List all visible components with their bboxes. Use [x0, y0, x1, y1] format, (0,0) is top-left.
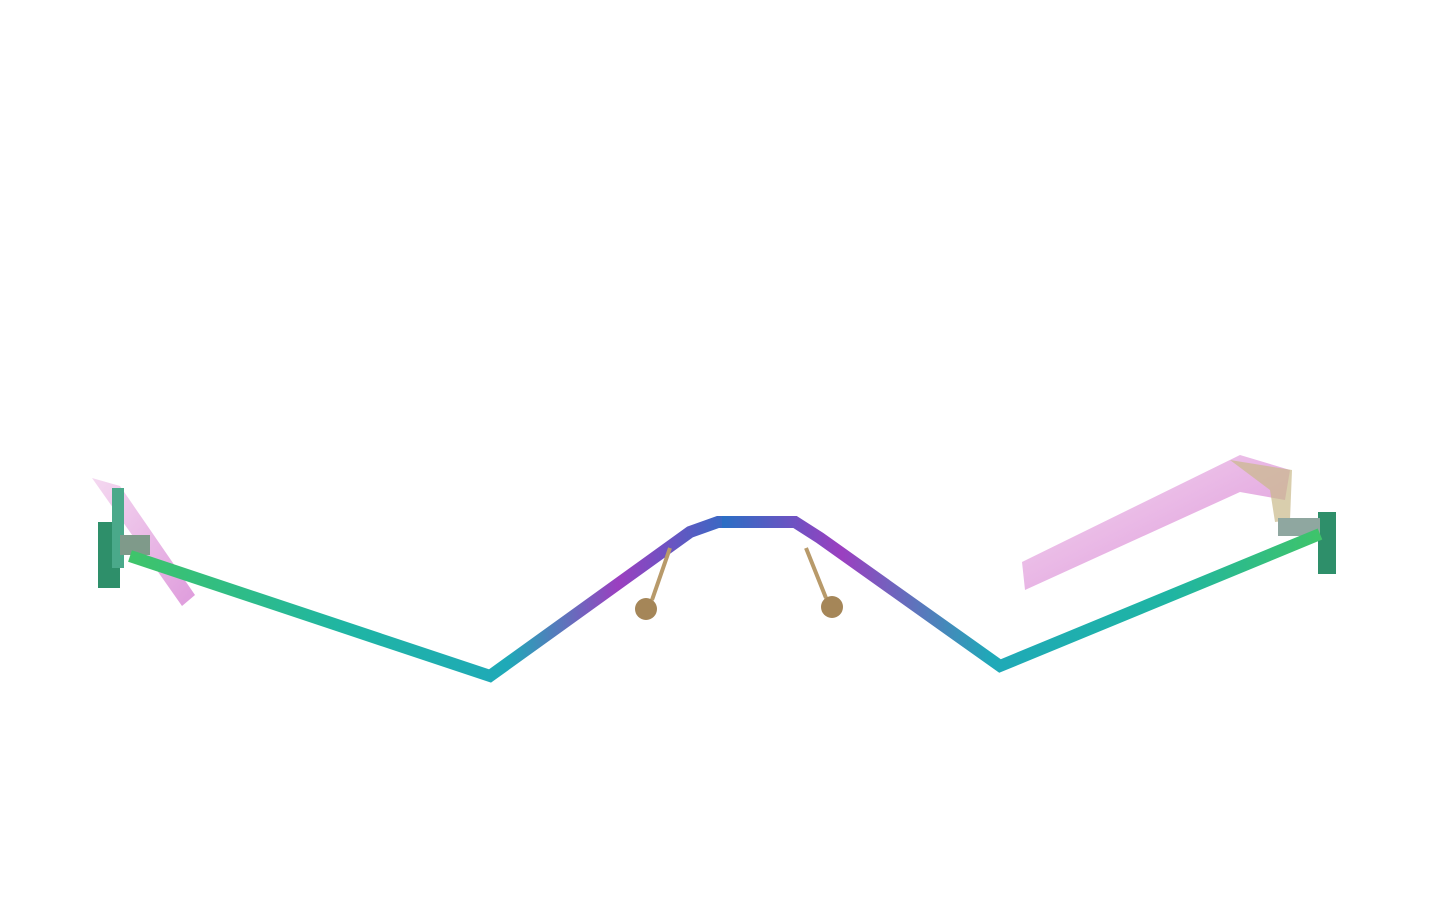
left-hinge	[98, 488, 150, 588]
right-nose-pad	[804, 547, 843, 618]
left-nose-pad	[635, 547, 672, 620]
right-hinge	[1278, 512, 1336, 574]
right-temple-arm	[1022, 455, 1292, 590]
frame-bar	[128, 516, 1323, 683]
